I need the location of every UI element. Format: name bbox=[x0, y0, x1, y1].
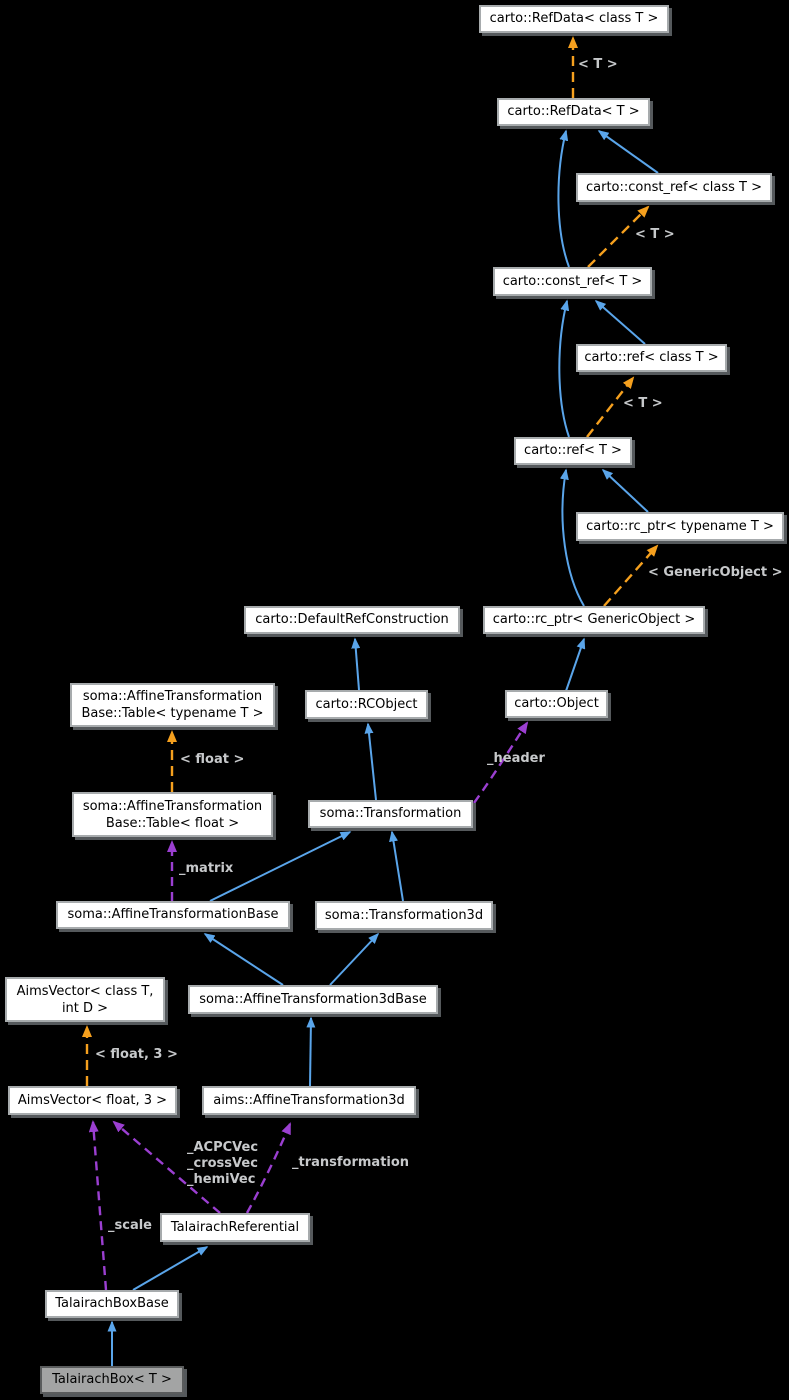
node-label: TalairachBox< T > bbox=[52, 1372, 172, 1387]
node-label: carto::ref< class T > bbox=[584, 350, 719, 365]
edge-transformation-to-rcobject bbox=[364, 722, 377, 801]
edge-talairach-box-base-to-talairach-referential bbox=[132, 1246, 209, 1291]
edge-affine-transformation-base-to-transformation bbox=[209, 831, 352, 902]
edge-label-crossvec: _crossVec bbox=[187, 1156, 258, 1171]
node-label: carto::ref< T > bbox=[524, 443, 622, 458]
node-label-line1: soma::AffineTransformation bbox=[82, 689, 263, 704]
node-label-line1: soma::AffineTransformation bbox=[82, 798, 263, 814]
edge-aims-affine-t3d-to-affine-t3d-base bbox=[306, 1016, 316, 1087]
edge-label-header-member: _header bbox=[487, 751, 545, 766]
node-label: TalairachBoxBase bbox=[55, 1296, 169, 1311]
edge-talairach-box-base-uses-aimsvector bbox=[88, 1120, 108, 1291]
node-label: AimsVector< float, 3 > bbox=[17, 1092, 168, 1108]
node-carto-ref-class-t[interactable]: carto::ref< class T > bbox=[576, 344, 727, 372]
node-label: carto::Object bbox=[514, 696, 599, 711]
edge-label-scale-member: _scale bbox=[108, 1218, 152, 1233]
edge-label-transformation-member: _transformation bbox=[292, 1155, 410, 1170]
node-label-line1: AimsVector< class T, bbox=[16, 983, 154, 999]
node-label: carto::DefaultRefConstruction bbox=[255, 612, 449, 627]
edge-ref-t-instantiates-ref-class-t bbox=[586, 376, 635, 438]
node-soma-transformation[interactable]: soma::Transformation bbox=[308, 800, 473, 828]
edge-const-ref-t-to-refdata-t bbox=[557, 129, 570, 268]
edge-label-ref-instantiation: < T > bbox=[623, 396, 663, 411]
node-carto-rc-ptr-genericobject[interactable]: carto::rc_ptr< GenericObject > bbox=[483, 606, 705, 634]
edge-ref-t-to-const-ref-t bbox=[558, 299, 570, 438]
edge-label-hemivec: _hemiVec bbox=[187, 1172, 256, 1187]
node-soma-affine-transformation-base-table-typename-t[interactable]: soma::AffineTransformation Base::Table< … bbox=[70, 683, 275, 727]
node-label: carto::RCObject bbox=[315, 696, 418, 712]
node-soma-affine-transformation-base-table-float[interactable]: soma::AffineTransformation Base::Table< … bbox=[72, 792, 273, 837]
edge-ref-class-t-to-const-ref-t bbox=[594, 300, 646, 345]
node-aimsvector-class-t-int-d[interactable]: AimsVector< class T, int D > bbox=[5, 977, 165, 1022]
node-talairach-box-base[interactable]: TalairachBoxBase bbox=[45, 1290, 179, 1318]
node-label: carto::const_ref< class T > bbox=[585, 179, 762, 195]
node-carto-refdata-class-t[interactable]: carto::RefData< class T > bbox=[479, 5, 669, 33]
edge-talairach-referential-uses-aims-affine-t3d bbox=[245, 1122, 292, 1214]
edge-label-aimsvector-instantiation: < float, 3 > bbox=[95, 1047, 178, 1062]
node-soma-affine-transformation-base[interactable]: soma::AffineTransformationBase bbox=[56, 901, 290, 929]
edge-label-const-ref-instantiation: < T > bbox=[635, 227, 675, 242]
edge-rc-ptr-genericobject-instantiates-rc-ptr-typename-t bbox=[603, 544, 659, 607]
edge-const-ref-class-t-to-refdata-t bbox=[597, 130, 659, 174]
node-carto-rcobject[interactable]: carto::RCObject bbox=[305, 690, 428, 719]
node-aims-affine-transformation-3d[interactable]: aims::AffineTransformation3d bbox=[202, 1086, 416, 1115]
edge-affine-t3d-base-to-affine-transformation-base bbox=[203, 933, 284, 986]
edge-transformation3d-to-transformation bbox=[389, 830, 404, 902]
node-carto-rc-ptr-typename-t[interactable]: carto::rc_ptr< typename T > bbox=[576, 512, 784, 541]
node-label-line2: int D > bbox=[61, 1000, 109, 1016]
edge-affine-t3d-base-to-transformation3d bbox=[329, 932, 380, 986]
edge-talairach-referential-uses-aimsvector bbox=[112, 1120, 221, 1214]
node-label: soma::Transformation bbox=[319, 806, 462, 821]
node-label-line2: Base::Table< typename T > bbox=[81, 706, 264, 721]
node-carto-object[interactable]: carto::Object bbox=[505, 690, 608, 718]
node-label: carto::const_ref< T > bbox=[502, 273, 643, 289]
node-aimsvector-float-3[interactable]: AimsVector< float, 3 > bbox=[8, 1086, 177, 1115]
edge-label-rc-ptr-instantiation: < GenericObject > bbox=[648, 565, 783, 580]
node-label: aims::AffineTransformation3d bbox=[213, 1092, 405, 1108]
node-carto-refdata-t[interactable]: carto::RefData< T > bbox=[497, 98, 650, 126]
edge-label-table-instantiation: < float > bbox=[180, 752, 245, 767]
node-label: carto::rc_ptr< GenericObject > bbox=[492, 612, 696, 627]
edge-label-refdata-instantiation: < T > bbox=[578, 57, 618, 72]
edge-label-vec-members: _ACPCVec_crossVec_hemiVec bbox=[187, 1140, 258, 1188]
node-talairach-referential[interactable]: TalairachReferential bbox=[160, 1213, 310, 1242]
node-label: soma::AffineTransformation3dBase bbox=[199, 991, 427, 1007]
edge-rc-ptr-genericobject-to-ref-t bbox=[559, 468, 585, 607]
node-carto-const-ref-t[interactable]: carto::const_ref< T > bbox=[493, 267, 652, 296]
node-label-line2: Base::Table< float > bbox=[105, 815, 240, 831]
edge-label-matrix-member: _matrix bbox=[179, 861, 234, 876]
node-label: soma::AffineTransformationBase bbox=[67, 907, 279, 922]
node-label: soma::Transformation3d bbox=[324, 907, 484, 923]
node-soma-transformation3d[interactable]: soma::Transformation3d bbox=[315, 901, 493, 930]
node-carto-default-ref-construction[interactable]: carto::DefaultRefConstruction bbox=[244, 606, 460, 634]
edge-transformation-uses-object bbox=[473, 721, 529, 804]
node-talairach-box-t-current: TalairachBox< T > bbox=[40, 1366, 184, 1394]
edge-object-to-rc-ptr-genericobject bbox=[565, 637, 586, 692]
node-label: TalairachReferential bbox=[170, 1219, 300, 1235]
edge-const-ref-t-instantiates-const-ref-class-t bbox=[587, 205, 650, 268]
node-soma-affine-transformation-3d-base[interactable]: soma::AffineTransformation3dBase bbox=[188, 985, 438, 1014]
edge-label-acpcvec: _ACPCVec bbox=[187, 1140, 259, 1155]
node-label: carto::rc_ptr< typename T > bbox=[586, 518, 774, 534]
edge-rcobject-to-default-ref-construction bbox=[351, 637, 361, 691]
node-carto-ref-t[interactable]: carto::ref< T > bbox=[514, 437, 632, 465]
node-carto-const-ref-class-t[interactable]: carto::const_ref< class T > bbox=[576, 173, 772, 202]
edge-rc-ptr-typename-t-to-ref-t bbox=[601, 468, 649, 513]
node-label: carto::RefData< class T > bbox=[489, 11, 659, 26]
node-label: carto::RefData< T > bbox=[507, 104, 640, 119]
